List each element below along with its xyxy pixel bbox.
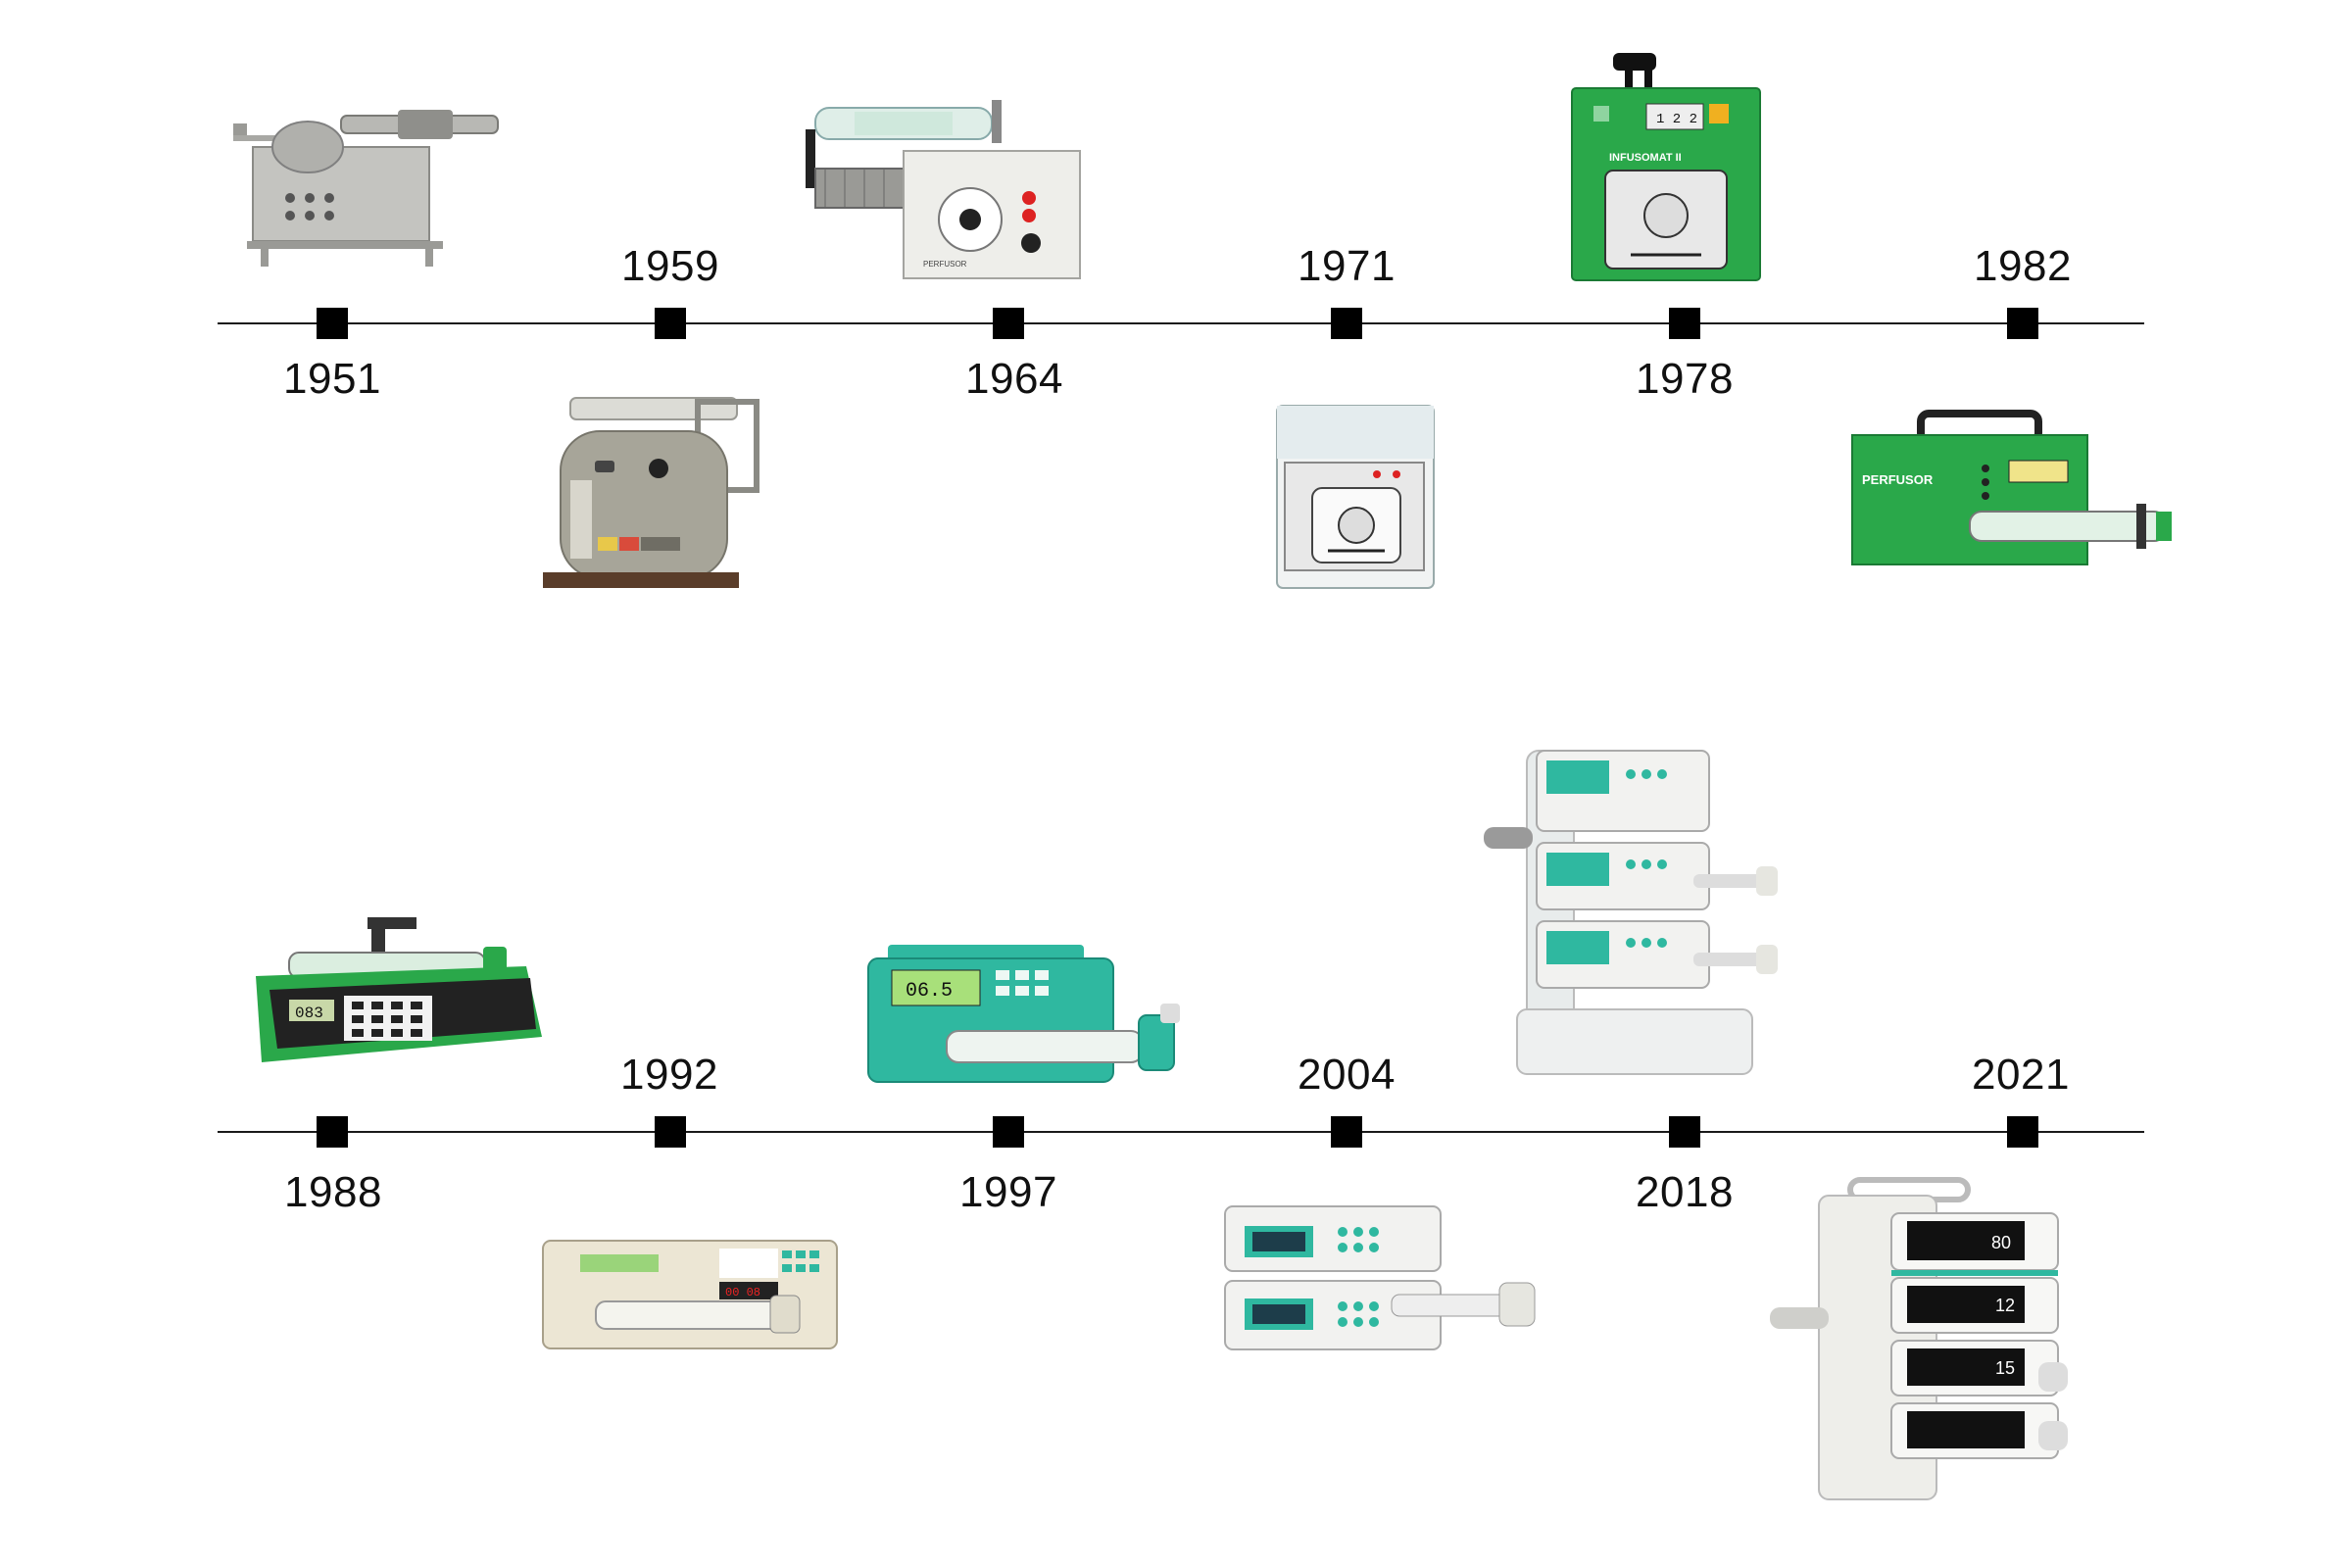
year-label-1997: 1997 xyxy=(959,1168,1057,1216)
timeline-marker-1951 xyxy=(317,308,348,339)
timeline-marker-2004 xyxy=(1331,1116,1362,1148)
timeline-marker-1959 xyxy=(655,308,686,339)
year-label-1971: 1971 xyxy=(1298,242,1396,290)
device-2018-image xyxy=(1478,745,1811,1088)
year-label-1959: 1959 xyxy=(621,242,719,290)
year-label-1988: 1988 xyxy=(284,1168,382,1216)
device-1978-counter: 1 2 2 xyxy=(1656,112,1697,127)
timeline-marker-1964 xyxy=(993,308,1024,339)
year-label-2004: 2004 xyxy=(1298,1051,1396,1099)
timeline-marker-1997 xyxy=(993,1116,1024,1148)
year-label-2021: 2021 xyxy=(1972,1051,2070,1099)
timeline-marker-1992 xyxy=(655,1116,686,1148)
year-label-1978: 1978 xyxy=(1636,355,1734,403)
device-1992-image: 00 08 xyxy=(537,1237,843,1354)
device-1964-image: PERFUSOR xyxy=(796,90,1090,286)
device-1959-image xyxy=(541,392,776,598)
timeline-marker-1978 xyxy=(1669,308,1700,339)
year-label-1992: 1992 xyxy=(620,1051,718,1099)
device-2021-value-3: 15 xyxy=(1995,1358,2015,1378)
device-1964-label: PERFUSOR xyxy=(923,260,967,269)
timeline-marker-2018 xyxy=(1669,1116,1700,1148)
year-label-1951: 1951 xyxy=(283,355,381,403)
timeline-marker-1971 xyxy=(1331,308,1362,339)
device-1978-image: 1 2 2 INFUSOMAT II xyxy=(1568,45,1764,286)
year-label-1982: 1982 xyxy=(1974,242,2072,290)
year-label-2018: 2018 xyxy=(1636,1168,1734,1216)
device-1997-image: 06.5 xyxy=(849,941,1192,1088)
device-1988-image: 083 xyxy=(250,911,544,1068)
device-2021-image: 80 12 15 xyxy=(1764,1176,2087,1509)
device-2021-value-1: 80 xyxy=(1991,1233,2011,1252)
timeline-marker-1982 xyxy=(2007,308,2038,339)
timeline-marker-2021 xyxy=(2007,1116,2038,1148)
device-2021-value-2: 12 xyxy=(1995,1296,2015,1315)
device-1978-label: INFUSOMAT II xyxy=(1609,152,1682,164)
device-1992-display: 00 08 xyxy=(725,1286,760,1299)
device-1951-image xyxy=(214,98,517,274)
device-1988-display: 083 xyxy=(295,1004,323,1022)
device-1982-image: PERFUSOR xyxy=(1842,410,2176,576)
device-2004-image xyxy=(1215,1200,1548,1357)
device-1997-display: 06.5 xyxy=(906,980,953,1003)
timeline-2-line xyxy=(218,1131,2144,1133)
timeline-1-line xyxy=(218,322,2144,324)
device-1971-image xyxy=(1269,402,1446,598)
device-1982-label: PERFUSOR xyxy=(1862,472,1934,487)
timeline-marker-1988 xyxy=(317,1116,348,1148)
year-label-1964: 1964 xyxy=(965,355,1063,403)
